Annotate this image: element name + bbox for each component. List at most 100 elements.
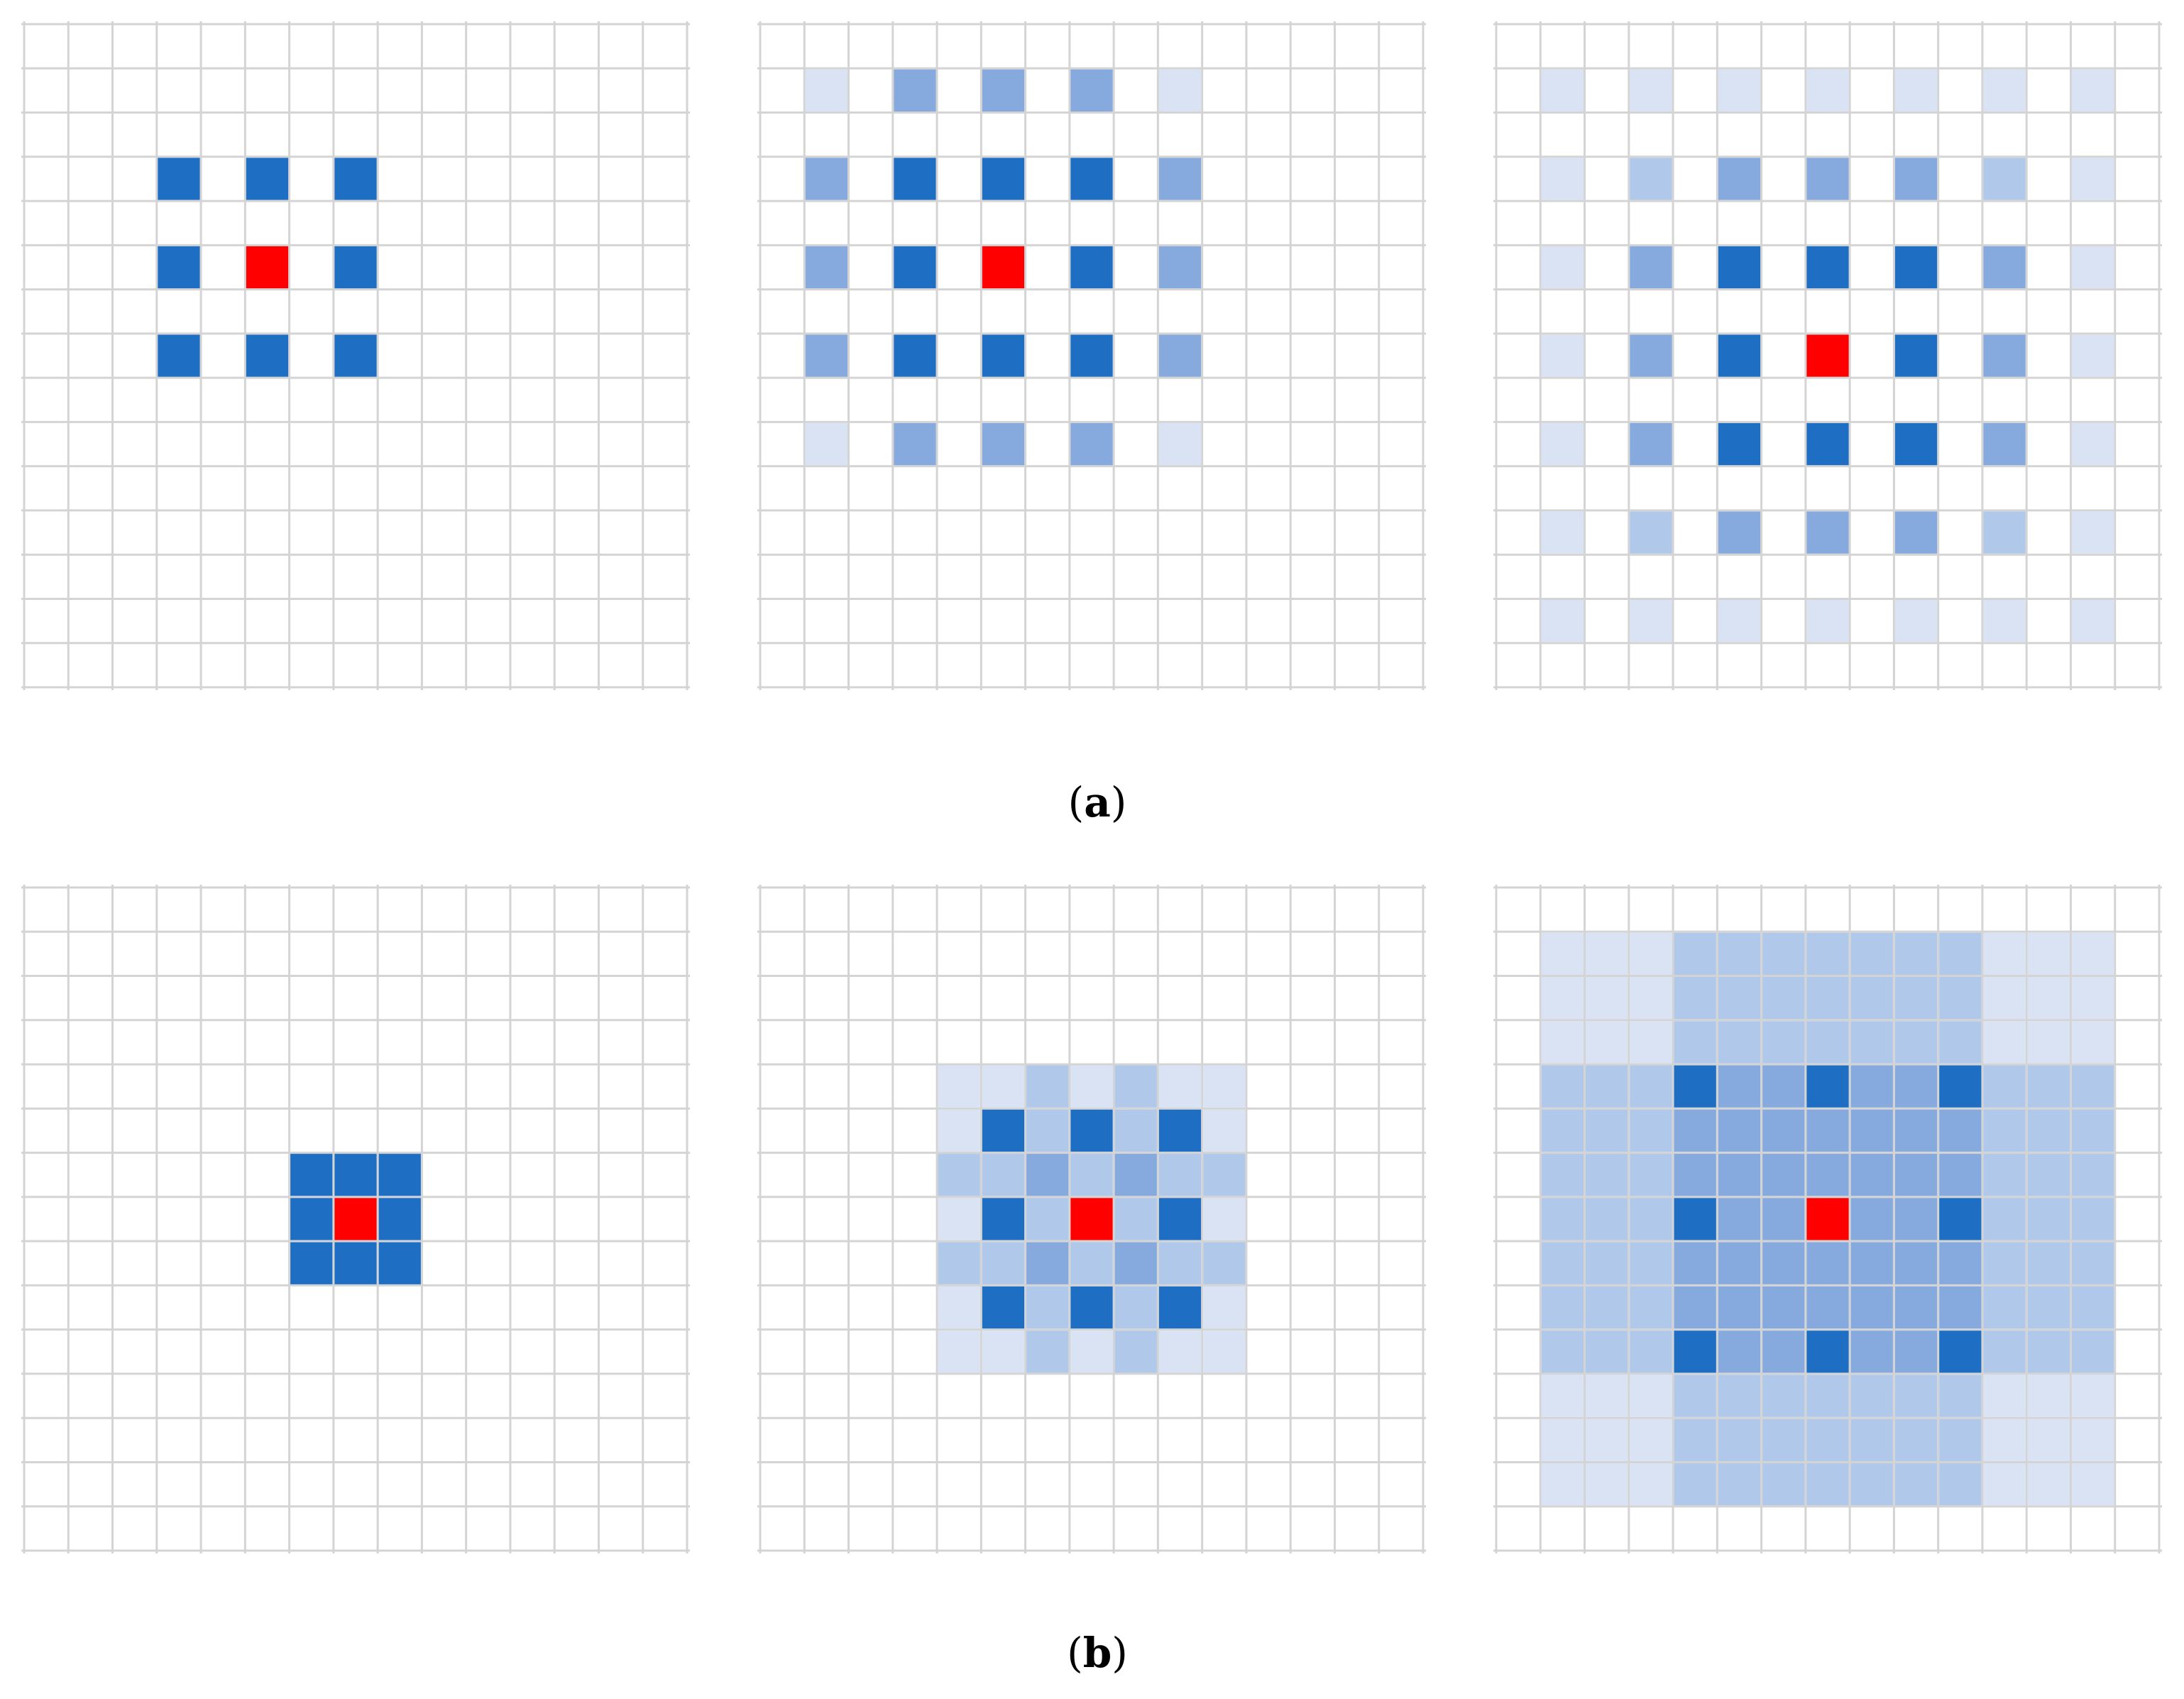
receptive-cell-level3 (1114, 1286, 1157, 1329)
receptive-cell-level3 (1894, 1419, 1938, 1461)
receptive-cell-level4 (1158, 1065, 1202, 1108)
receptive-cell-level2 (1070, 69, 1113, 112)
receptive-cell-level3 (1026, 1109, 1069, 1152)
receptive-cell-level4 (1983, 1419, 2026, 1461)
receptive-cell-level4 (938, 1109, 980, 1152)
receptive-cell-level4 (2071, 1419, 2114, 1461)
receptive-cell-level3 (1541, 1331, 1584, 1373)
receptive-cell-level3 (1674, 1375, 1716, 1417)
receptive-cell-level1 (894, 334, 936, 377)
receptive-cell-level4 (1158, 69, 1202, 112)
receptive-cell-level2 (1850, 1286, 1893, 1329)
receptive-cell-level3 (1939, 977, 1982, 1020)
receptive-cell-level3 (2027, 1109, 2070, 1152)
receptive-cell-level4 (2027, 1419, 2070, 1461)
receptive-cell-level4 (1070, 1065, 1113, 1108)
receptive-cell-level2 (1850, 1198, 1893, 1240)
receptive-cell-level3 (1070, 1242, 1113, 1284)
receptive-cell-level4 (1541, 334, 1584, 377)
receptive-cell-level2 (1762, 1109, 1805, 1152)
receptive-cell-level3 (1158, 1242, 1202, 1284)
receptive-cell-level4 (1541, 69, 1584, 112)
receptive-cell-level3 (1114, 1109, 1157, 1152)
receptive-cell-level4 (2071, 1463, 2114, 1506)
receptive-cell-level3 (1586, 1286, 1628, 1329)
receptive-cell-level4 (1630, 977, 1672, 1020)
receptive-cell-level4 (1586, 1419, 1628, 1461)
receptive-cell-level3 (2071, 1065, 2114, 1108)
receptive-cell-level3 (1630, 511, 1672, 554)
receptive-cell-level3 (1983, 158, 2026, 200)
center-cell (1806, 334, 1849, 377)
receptive-cell-level3 (982, 1154, 1025, 1196)
receptive-cell-level2 (1674, 1242, 1716, 1284)
grid-panel-a-1 (21, 21, 690, 690)
receptive-cell-level3 (1718, 1419, 1761, 1461)
receptive-cell-level2 (1894, 1198, 1938, 1240)
receptive-cell-level3 (2027, 1065, 2070, 1108)
receptive-cell-level2 (1070, 422, 1113, 466)
receptive-cell-level3 (1674, 932, 1716, 976)
receptive-cell-level3 (1114, 1065, 1157, 1108)
receptive-cell-level4 (1541, 158, 1584, 200)
receptive-cell-level3 (1806, 1021, 1849, 1064)
receptive-cell-level1 (334, 1154, 377, 1196)
receptive-cell-level3 (1541, 1242, 1584, 1284)
receptive-cell-level2 (1026, 1154, 1069, 1196)
receptive-cell-level3 (2071, 1242, 2114, 1284)
center-cell (1806, 1198, 1849, 1240)
receptive-cell-level4 (805, 69, 848, 112)
receptive-cell-level3 (1718, 1375, 1761, 1417)
receptive-cell-level3 (1762, 1021, 1805, 1064)
receptive-cell-level4 (1983, 932, 2026, 976)
receptive-cell-level4 (1983, 977, 2026, 1020)
receptive-cell-level4 (1630, 932, 1672, 976)
receptive-cell-level3 (1762, 1419, 1805, 1461)
receptive-cell-level2 (1114, 1154, 1157, 1196)
receptive-cell-level3 (2071, 1154, 2114, 1196)
receptive-cell-level3 (1718, 932, 1761, 976)
receptive-cell-level3 (1630, 1065, 1672, 1108)
receptive-cell-level4 (2071, 1375, 2114, 1417)
receptive-cell-level4 (2071, 334, 2114, 377)
receptive-cell-level3 (1541, 1198, 1584, 1240)
receptive-cell-level3 (1630, 1109, 1672, 1152)
receptive-cell-level2 (894, 422, 936, 466)
receptive-cell-level2 (1718, 1109, 1761, 1152)
receptive-cell-level2 (1762, 1065, 1805, 1108)
receptive-cell-level2 (1630, 422, 1672, 466)
receptive-cell-level4 (1586, 1463, 1628, 1506)
receptive-cell-level4 (2071, 511, 2114, 554)
receptive-cell-level3 (1983, 1242, 2026, 1284)
receptive-cell-level3 (1026, 1198, 1069, 1240)
receptive-cell-level1 (1158, 1286, 1202, 1329)
receptive-cell-level4 (2027, 1463, 2070, 1506)
receptive-cell-level3 (1026, 1065, 1069, 1108)
receptive-cell-level2 (1850, 1331, 1893, 1373)
receptive-cell-level4 (1630, 69, 1672, 112)
receptive-cell-level2 (1939, 1286, 1982, 1329)
receptive-cell-level2 (1718, 1286, 1761, 1329)
receptive-cell-level3 (1630, 158, 1672, 200)
receptive-cell-level1 (1894, 422, 1938, 466)
receptive-cell-level2 (894, 69, 936, 112)
receptive-cell-level3 (1586, 1198, 1628, 1240)
caption-b: (b) (1067, 1629, 1128, 1677)
receptive-cell-level4 (2027, 977, 2070, 1020)
receptive-cell-level2 (1983, 422, 2026, 466)
receptive-cell-level1 (1806, 1065, 1849, 1108)
receptive-cell-level2 (1026, 1242, 1069, 1284)
center-cell (982, 246, 1025, 289)
receptive-cell-level4 (1586, 1021, 1628, 1064)
caption-a: (a) (1068, 778, 1127, 826)
receptive-cell-level2 (1806, 511, 1849, 554)
receptive-cell-level4 (1070, 1331, 1113, 1373)
receptive-cell-level2 (1718, 1331, 1761, 1373)
receptive-cell-level3 (1939, 1021, 1982, 1064)
receptive-cell-level2 (1939, 1154, 1982, 1196)
receptive-cell-level3 (1939, 1463, 1982, 1506)
receptive-cell-level3 (1070, 1154, 1113, 1196)
receptive-cell-level3 (1762, 1463, 1805, 1506)
receptive-cell-level3 (1718, 1021, 1761, 1064)
